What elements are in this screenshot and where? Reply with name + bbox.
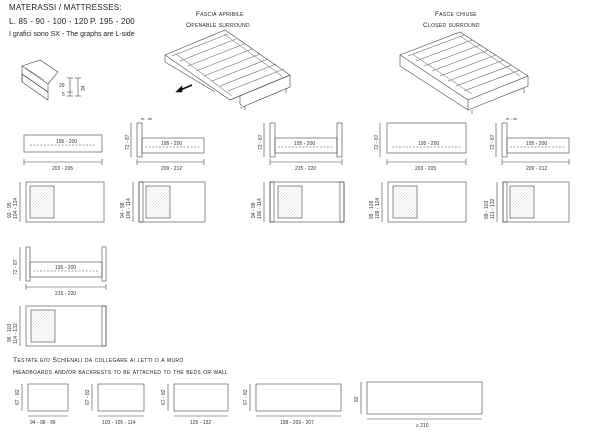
r2-d2-5: 111 - 132: [490, 198, 496, 219]
r2-d2-2: 106 - 114: [126, 198, 132, 219]
r1-w-2: 209 - 212: [161, 166, 182, 172]
mattress-width-sizes: L. 85 - 90 - 100 - 120: [9, 17, 89, 26]
r1-h-4: 72 - 87: [374, 134, 380, 150]
r3-h: 72 - 87: [13, 259, 19, 275]
hb-h-4: 67 - 82: [243, 389, 249, 405]
corner-detail-drawing: [21, 59, 81, 101]
row3-elevation: [19, 246, 107, 290]
row4-plan: [19, 305, 107, 347]
closed-title-en: Closed surround: [423, 22, 480, 29]
closed-bed-drawing: [399, 31, 529, 114]
r1-top-2: m - dx: [141, 116, 152, 121]
r1-w-5: 209 - 212: [526, 166, 547, 172]
r1-mat-2: 195 - 200: [161, 141, 182, 147]
hb-w-2: 103 - 105 - 114: [102, 420, 136, 426]
r1-mat-3: 195 - 200: [294, 141, 315, 147]
hb-h-3: 67 - 82: [161, 389, 167, 405]
detail-h3: 34: [81, 85, 87, 91]
r3-w: 215 - 220: [55, 291, 76, 297]
r1-w-4: 203 - 205: [415, 166, 436, 172]
hb-w-3: 125 - 132: [190, 420, 211, 426]
r1-w-1: 203 - 205: [52, 166, 73, 172]
r2-d2-1: 104 - 124: [13, 198, 19, 219]
r1-mat-5: 195 - 200: [526, 141, 547, 147]
hb-h-2: 67 - 82: [85, 389, 91, 405]
side-note: I grafici sono SX - The graphs are L-sid…: [9, 31, 135, 38]
page-title: MATERASSI / MATTRESSES:: [9, 3, 122, 12]
hb-w-4: 198 - 203 - 207: [280, 420, 314, 426]
r2-d1-1: 92 - 95: [7, 202, 13, 218]
closed-title-it: Fasce chiuse: [435, 11, 477, 18]
r2-d1-3: 94 - 98: [251, 202, 257, 218]
mattress-length-sizes: P. 195 - 200: [90, 17, 135, 26]
r2-d1-2: 94 - 98: [120, 202, 126, 218]
r1-h-2: 72 - 87: [125, 134, 131, 150]
r1-mat-1: 195 - 200: [56, 139, 77, 145]
r1-top-5: m - dx: [506, 116, 517, 121]
r1-mat-4: 195 - 200: [418, 141, 439, 147]
r2-d1-5: 99 - 103: [484, 200, 490, 219]
hb-h-1: 67 - 82: [15, 389, 21, 405]
headboards-drawings: [21, 381, 483, 420]
r1-h-3: 72 - 87: [258, 134, 264, 150]
openable-title-en: Openable surround: [186, 22, 250, 29]
openable-title-it: Fascia apribile: [196, 11, 244, 18]
hb-w-1: 94 - 98 - 99: [30, 420, 56, 426]
r1-h-5: 72 - 87: [490, 134, 496, 150]
row2-plans: [19, 181, 570, 223]
headboards-title-en: Headboards and/or backrests to be attach…: [13, 369, 229, 376]
dimension-labels: 29 5 34 195 - 200 203 - 205 195 - 200 20…: [7, 83, 547, 429]
hb-w-5: ≥ 210: [416, 423, 429, 429]
r2-d1-4: 99 - 109: [369, 200, 375, 219]
r4-d2: 114 - 132: [13, 323, 19, 344]
r1-w-3: 215 - 220: [295, 166, 316, 172]
r3-mat: 195 - 200: [55, 265, 76, 271]
headboards-title-it: Testate e/o Schienali da collegare ai le…: [13, 357, 184, 364]
hb-h-5: 82: [354, 396, 360, 402]
detail-h1: 29: [59, 83, 65, 89]
row1-elevations: [23, 122, 570, 165]
detail-h2: 5: [62, 92, 65, 98]
openable-bed-drawing: [164, 29, 291, 110]
r2-d2-3: 106 - 114: [257, 198, 263, 219]
r4-d1: 96 - 103: [7, 323, 13, 342]
r2-d2-4: 109 - 124: [375, 198, 381, 219]
